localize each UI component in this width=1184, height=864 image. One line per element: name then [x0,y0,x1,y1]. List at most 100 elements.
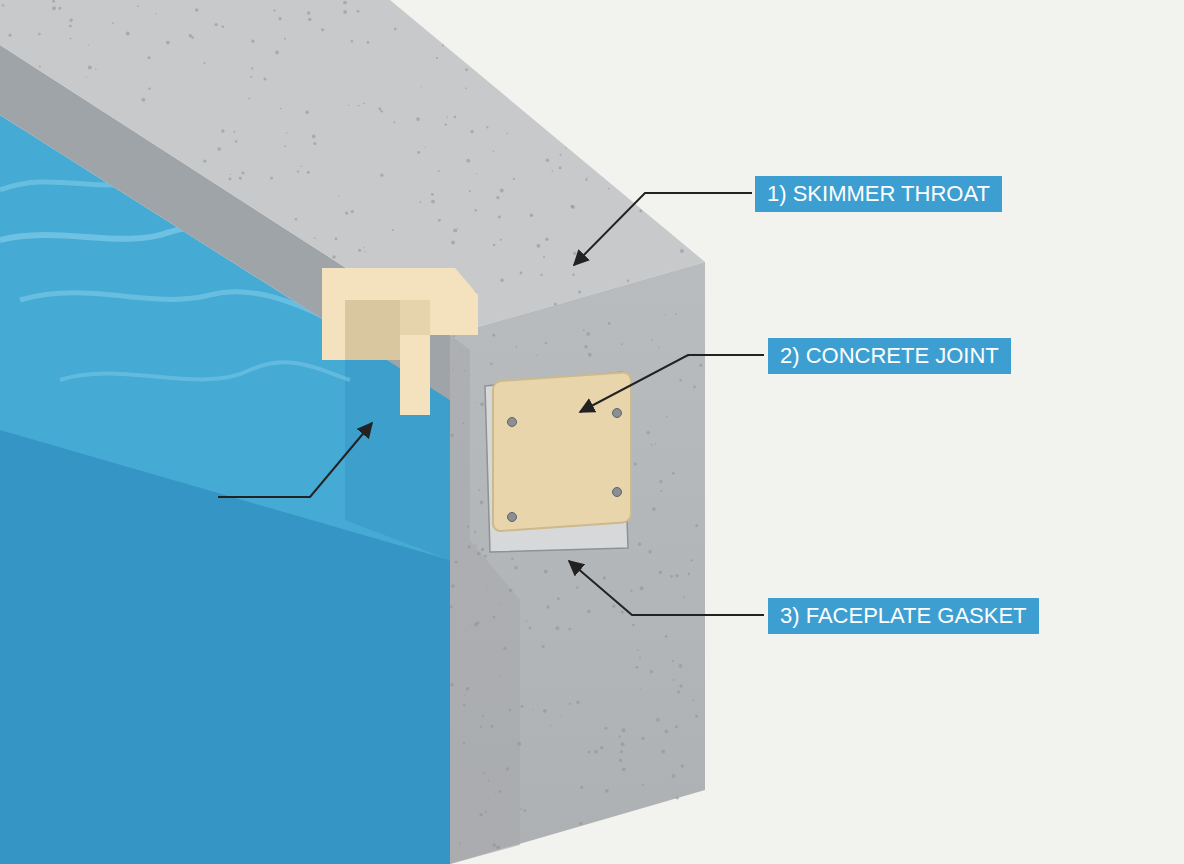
concrete-speck [559,167,562,170]
concrete-speck [230,174,231,175]
concrete-speck [451,241,455,245]
concrete-speck [364,251,365,252]
concrete-speck [490,363,492,365]
concrete-speck [520,705,523,708]
concrete-speck [498,216,501,219]
concrete-speck [263,78,266,81]
concrete-speck [486,126,488,128]
concrete-speck [692,700,694,702]
concrete-speck [526,620,528,622]
concrete-speck [463,704,466,707]
concrete-speck [482,715,484,717]
concrete-speck [612,604,615,607]
concrete-speck [493,244,495,246]
concrete-speck [675,574,678,577]
concrete-speck [221,25,224,28]
concrete-speck [543,709,547,713]
leader-line [580,355,764,412]
concrete-speck [191,36,194,39]
concrete-speck [459,843,461,845]
concrete-speck [275,51,279,55]
concrete-speck [499,790,502,793]
concrete-speck [557,597,560,600]
concrete-speck [610,591,612,593]
skimmer-opening [345,300,400,360]
concrete-speck [137,5,139,7]
concrete-speck [453,228,457,232]
concrete-speck [343,10,347,14]
concrete-speck [622,728,626,732]
wall-end-face [450,262,705,864]
concrete-speck [148,88,150,90]
concrete-speck [465,87,467,89]
concrete-speck [679,684,682,687]
concrete-speck [467,545,470,548]
concrete-speck [665,730,669,734]
callout-label: 2) CONCRETE JOINT [768,338,1011,374]
concrete-speck [52,6,56,10]
concrete-speck [215,23,218,26]
concrete-speck [394,28,397,31]
label-text: 2) CONCRETE JOINT [780,343,999,369]
concrete-speck [297,171,299,173]
concrete-speck [517,742,521,746]
concrete-speck [546,605,549,608]
concrete-speck [248,98,250,100]
concrete-speck [543,256,545,258]
concrete-speck [250,76,252,78]
concrete-speck [655,443,656,444]
concrete-speck [479,813,482,816]
concrete-speck [239,177,242,180]
concrete-speck [659,480,662,483]
concrete-speck [233,131,235,133]
concrete-speck [536,244,540,248]
concrete-speck [348,105,349,106]
concrete-speck [419,201,421,203]
concrete-speck [498,602,499,603]
concrete-speck [312,135,316,139]
concrete-speck [203,159,206,162]
concrete-speck [650,670,653,673]
concrete-speck [284,38,286,40]
concrete-speck [652,507,656,511]
concrete-speck [666,416,668,418]
concrete-speck [632,624,635,627]
concrete-speck [286,132,287,133]
concrete-speck [88,65,92,69]
concrete-speck [446,116,448,118]
concrete-speck [490,725,493,728]
concrete-speck [673,679,675,681]
concrete-speck [681,764,684,767]
concrete-speck [533,709,534,710]
concrete-speck [475,209,477,211]
concrete-speck [345,211,348,214]
concrete-speck [578,290,581,293]
concrete-speck [646,431,650,435]
concrete-speck [688,573,690,575]
concrete-speck [9,34,12,37]
concrete-speck [424,147,425,148]
concrete-speck [70,38,72,40]
concrete-speck [453,369,454,370]
concrete-speck [554,303,557,306]
concrete-speck [621,742,625,746]
concrete-speck [503,647,506,650]
concrete-speck [639,210,642,213]
concrete-speck [621,343,623,345]
concrete-speck [417,151,420,154]
concrete-speck [520,272,523,275]
concrete-speck [2,4,4,6]
concrete-speck [477,552,481,556]
concrete-speck [69,25,72,28]
concrete-speck [85,76,86,77]
concrete-speck [270,177,273,180]
concrete-speck [280,108,282,110]
concrete-speck [605,789,609,793]
concrete-speck [676,796,679,799]
concrete-speck [545,342,547,344]
concrete-speck [436,57,438,59]
water-ripple [20,292,330,320]
concrete-speck [556,626,560,630]
concrete-speck [580,786,583,789]
